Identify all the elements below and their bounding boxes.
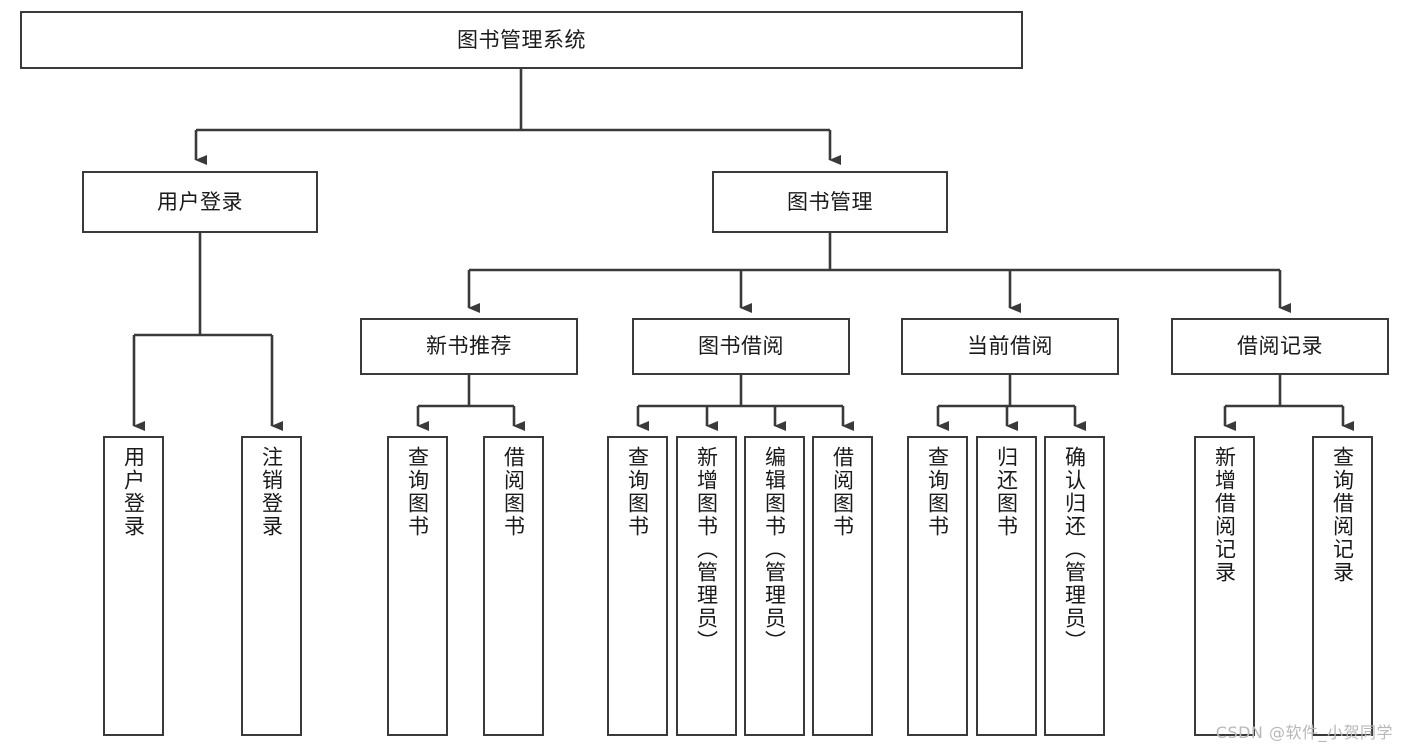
node-new-book-recommend-label: 新书推荐 <box>426 334 512 359</box>
node-leaf-query-book-2-label: 查询图书 <box>625 446 650 538</box>
node-leaf-add-record[interactable]: 新增借阅记录 <box>1194 436 1255 736</box>
node-leaf-query-record[interactable]: 查询借阅记录 <box>1312 436 1373 736</box>
node-leaf-add-book[interactable]: 新增图书（管理员） <box>676 436 737 736</box>
node-leaf-borrow-book-2-label: 借阅图书 <box>830 446 855 538</box>
node-leaf-query-book-3[interactable]: 查询图书 <box>907 436 968 736</box>
node-borrow-record-label: 借阅记录 <box>1237 334 1323 359</box>
node-new-book-recommend[interactable]: 新书推荐 <box>360 318 578 375</box>
node-leaf-confirm-return-label: 确认归还（管理员） <box>1062 446 1087 653</box>
node-leaf-user-login-label: 用户登录 <box>121 446 146 538</box>
node-user-login-label: 用户登录 <box>157 189 243 214</box>
node-leaf-query-book-3-label: 查询图书 <box>925 446 950 538</box>
node-leaf-add-book-label: 新增图书（管理员） <box>694 446 719 653</box>
node-leaf-return-book[interactable]: 归还图书 <box>976 436 1037 736</box>
node-leaf-query-record-label: 查询借阅记录 <box>1330 446 1355 584</box>
node-leaf-query-book-1[interactable]: 查询图书 <box>387 436 448 736</box>
node-leaf-edit-book-label: 编辑图书（管理员） <box>762 446 787 653</box>
node-root[interactable]: 图书管理系统 <box>20 11 1023 69</box>
node-leaf-borrow-book-1-label: 借阅图书 <box>501 446 526 538</box>
node-current-borrow-label: 当前借阅 <box>967 334 1053 359</box>
node-leaf-return-book-label: 归还图书 <box>994 446 1019 538</box>
node-leaf-add-record-label: 新增借阅记录 <box>1212 446 1237 584</box>
node-leaf-query-book-2[interactable]: 查询图书 <box>607 436 668 736</box>
node-root-label: 图书管理系统 <box>457 27 586 52</box>
node-leaf-borrow-book-2[interactable]: 借阅图书 <box>812 436 873 736</box>
node-leaf-user-logout[interactable]: 注销登录 <box>241 436 302 736</box>
node-leaf-query-book-1-label: 查询图书 <box>405 446 430 538</box>
node-leaf-user-logout-label: 注销登录 <box>259 446 284 538</box>
node-leaf-borrow-book-1[interactable]: 借阅图书 <box>483 436 544 736</box>
node-leaf-user-login[interactable]: 用户登录 <box>103 436 164 736</box>
node-book-borrow-label: 图书借阅 <box>698 334 784 359</box>
node-borrow-record[interactable]: 借阅记录 <box>1171 318 1389 375</box>
node-book-manage[interactable]: 图书管理 <box>712 171 948 233</box>
node-user-login[interactable]: 用户登录 <box>82 171 318 233</box>
node-book-borrow[interactable]: 图书借阅 <box>632 318 850 375</box>
node-current-borrow[interactable]: 当前借阅 <box>901 318 1119 375</box>
node-book-manage-label: 图书管理 <box>787 189 873 214</box>
node-leaf-confirm-return[interactable]: 确认归还（管理员） <box>1044 436 1105 736</box>
node-leaf-edit-book[interactable]: 编辑图书（管理员） <box>744 436 805 736</box>
